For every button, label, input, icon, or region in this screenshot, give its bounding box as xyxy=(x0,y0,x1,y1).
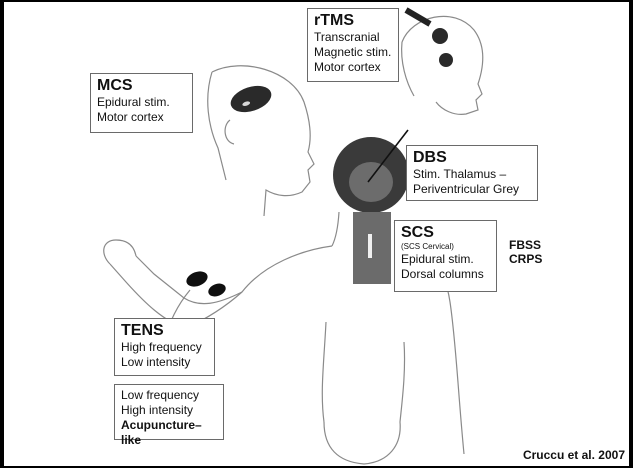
citation: Cruccu et al. 2007 xyxy=(523,448,625,462)
torso-left xyxy=(186,246,332,328)
tens-title: TENS xyxy=(121,322,208,340)
dbs-line-1: Stim. Thalamus – xyxy=(413,167,531,182)
acupuncture-line-2: High intensity xyxy=(121,403,217,418)
rtms-line-1: Transcranial xyxy=(314,30,392,45)
hand xyxy=(104,240,136,264)
rtms-coil-handle xyxy=(406,10,430,24)
tens-label-box: TENS High frequency Low intensity xyxy=(114,318,215,376)
dbs-line-2: Periventricular Grey xyxy=(413,182,531,197)
waist xyxy=(322,322,326,422)
rtms-label-box: rTMS Transcranial Magnetic stim. Motor c… xyxy=(307,8,399,82)
neck-outline xyxy=(332,212,339,246)
tens-line-1: High frequency xyxy=(121,340,208,355)
tens-electrode-1 xyxy=(184,269,209,290)
mcs-label-box: MCS Epidural stim. Motor cortex xyxy=(90,73,193,133)
mcs-head-back xyxy=(208,72,226,180)
mcs-title: MCS xyxy=(97,77,186,95)
mcs-plate xyxy=(227,81,274,117)
indication-crps: CRPS xyxy=(509,252,542,266)
scs-paddle xyxy=(368,234,372,258)
lower-back xyxy=(400,342,405,422)
rtms-line-2: Magnetic stim. xyxy=(314,45,392,60)
acupuncture-emphasis: Acupuncture–like xyxy=(121,418,217,448)
scs-line-1: Epidural stim. xyxy=(401,252,490,267)
rtms-head-back xyxy=(402,42,414,96)
dbs-title: DBS xyxy=(413,149,531,167)
tens-line-2: Low intensity xyxy=(121,355,208,370)
brain-slice-inner xyxy=(349,162,393,202)
mcs-line-2: Motor cortex xyxy=(97,110,186,125)
slide: rTMS Transcranial Magnetic stim. Motor c… xyxy=(4,2,629,466)
indications: FBSS CRPS xyxy=(509,238,542,266)
tens-electrode-2 xyxy=(206,281,227,298)
rtms-coil-1 xyxy=(432,28,448,44)
mcs-line-1: Epidural stim. xyxy=(97,95,186,110)
dbs-label-box: DBS Stim. Thalamus – Periventricular Gre… xyxy=(406,145,538,201)
scs-subtitle: (SCS Cervical) xyxy=(401,242,490,252)
rtms-coil-2 xyxy=(439,53,453,67)
acupuncture-line-1: Low frequency xyxy=(121,388,217,403)
rtms-title: rTMS xyxy=(314,12,392,30)
scs-line-2: Dorsal columns xyxy=(401,267,490,282)
buttocks xyxy=(324,422,400,464)
scs-title: SCS xyxy=(401,224,490,242)
scs-label-box: SCS (SCS Cervical) Epidural stim. Dorsal… xyxy=(394,220,497,292)
mcs-ear xyxy=(225,120,234,144)
acupuncture-label-box: Low frequency High intensity Acupuncture… xyxy=(114,384,224,440)
rtms-line-3: Motor cortex xyxy=(314,60,392,75)
indication-fbss: FBSS xyxy=(509,238,542,252)
